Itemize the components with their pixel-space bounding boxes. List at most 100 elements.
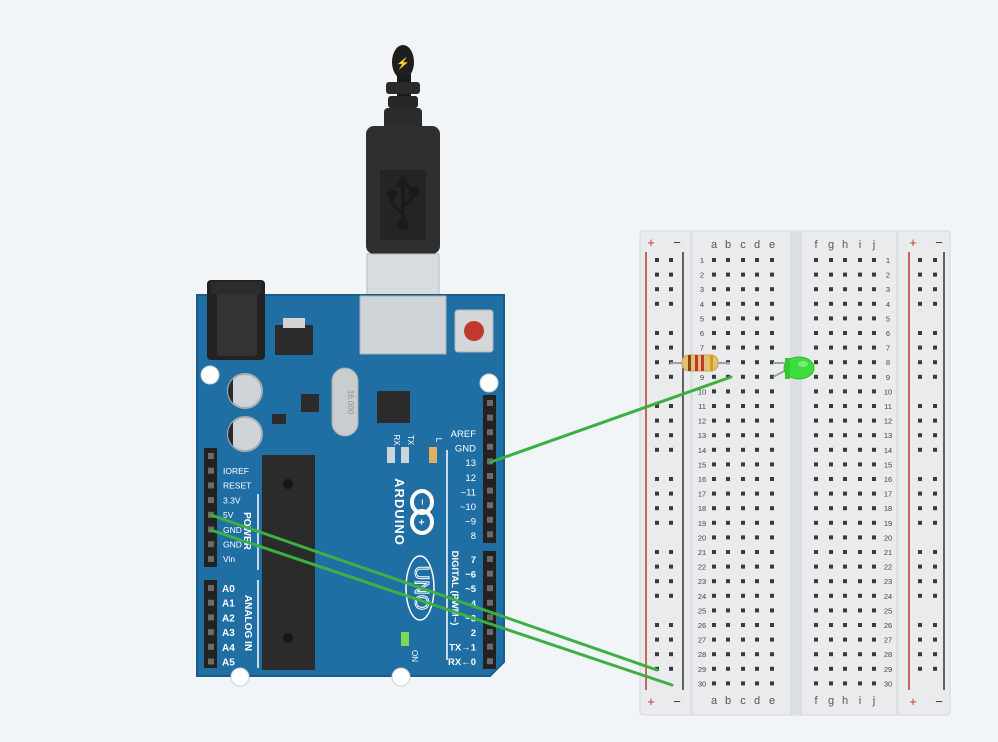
power-header-pin[interactable]: [208, 453, 214, 459]
rail-hole[interactable]: [918, 374, 922, 379]
breadboard-hole[interactable]: [858, 477, 862, 481]
breadboard-hole[interactable]: [872, 360, 876, 365]
breadboard-hole[interactable]: [726, 550, 730, 554]
breadboard-hole[interactable]: [843, 608, 847, 613]
breadboard-hole[interactable]: [858, 462, 862, 467]
breadboard-hole[interactable]: [829, 374, 833, 379]
breadboard-hole[interactable]: [872, 666, 876, 671]
breadboard-hole[interactable]: [726, 681, 730, 686]
breadboard-hole[interactable]: [858, 535, 862, 540]
rail-hole[interactable]: [655, 331, 659, 335]
breadboard-hole[interactable]: [814, 404, 818, 408]
rail-hole[interactable]: [669, 506, 673, 511]
breadboard-hole[interactable]: [770, 506, 774, 511]
breadboard-hole[interactable]: [755, 579, 759, 584]
breadboard-hole[interactable]: [872, 681, 876, 686]
breadboard-hole[interactable]: [770, 345, 774, 350]
breadboard-hole[interactable]: [741, 579, 745, 584]
breadboard-hole[interactable]: [858, 418, 862, 423]
breadboard-hole[interactable]: [843, 520, 847, 525]
breadboard-hole[interactable]: [843, 345, 847, 350]
breadboard-hole[interactable]: [872, 331, 876, 335]
rail-hole[interactable]: [918, 301, 922, 306]
breadboard-hole[interactable]: [814, 316, 818, 321]
breadboard-hole[interactable]: [755, 418, 759, 423]
rail-hole[interactable]: [933, 477, 937, 481]
breadboard-hole[interactable]: [814, 447, 818, 452]
breadboard-hole[interactable]: [712, 345, 716, 350]
breadboard-hole[interactable]: [814, 564, 818, 569]
breadboard-hole[interactable]: [872, 462, 876, 467]
breadboard-hole[interactable]: [755, 272, 759, 277]
rail-hole[interactable]: [918, 520, 922, 525]
rail-hole[interactable]: [918, 331, 922, 335]
rail-hole[interactable]: [655, 287, 659, 292]
rail-hole[interactable]: [669, 550, 673, 554]
rail-hole[interactable]: [669, 418, 673, 423]
breadboard-hole[interactable]: [843, 491, 847, 496]
breadboard-hole[interactable]: [712, 623, 716, 627]
breadboard-hole[interactable]: [726, 389, 730, 394]
breadboard-hole[interactable]: [814, 301, 818, 306]
breadboard-hole[interactable]: [712, 477, 716, 481]
power-header-pin[interactable]: [208, 555, 214, 562]
breadboard-hole[interactable]: [829, 389, 833, 394]
breadboard-hole[interactable]: [829, 506, 833, 511]
rail-hole[interactable]: [933, 447, 937, 452]
rail-hole[interactable]: [655, 258, 659, 262]
breadboard-hole[interactable]: [755, 623, 759, 627]
breadboard-hole[interactable]: [770, 520, 774, 525]
breadboard-hole[interactable]: [829, 462, 833, 467]
rail-hole[interactable]: [669, 623, 673, 627]
breadboard-hole[interactable]: [858, 447, 862, 452]
breadboard-hole[interactable]: [872, 301, 876, 306]
rail-hole[interactable]: [933, 491, 937, 496]
rail-hole[interactable]: [918, 491, 922, 496]
breadboard-hole[interactable]: [843, 272, 847, 277]
breadboard-hole[interactable]: [712, 301, 716, 306]
breadboard-hole[interactable]: [726, 331, 730, 335]
breadboard-hole[interactable]: [755, 301, 759, 306]
breadboard-hole[interactable]: [814, 506, 818, 511]
rail-hole[interactable]: [933, 564, 937, 569]
breadboard-hole[interactable]: [770, 564, 774, 569]
breadboard-hole[interactable]: [829, 666, 833, 671]
breadboard-hole[interactable]: [770, 550, 774, 554]
breadboard-hole[interactable]: [726, 447, 730, 452]
breadboard-hole[interactable]: [843, 287, 847, 292]
breadboard-hole[interactable]: [741, 681, 745, 686]
breadboard-hole[interactable]: [755, 433, 759, 438]
rail-hole[interactable]: [655, 652, 659, 657]
arduino-uno-board[interactable]: 16.000 RX TX L ON − + ARDUINO: [196, 280, 505, 687]
wire-pin13[interactable]: [489, 375, 733, 464]
breadboard-hole[interactable]: [741, 433, 745, 438]
breadboard-hole[interactable]: [741, 360, 745, 365]
breadboard-hole[interactable]: [770, 418, 774, 423]
breadboard-hole[interactable]: [726, 433, 730, 438]
rail-hole[interactable]: [655, 593, 659, 598]
breadboard-hole[interactable]: [726, 520, 730, 525]
green-led[interactable]: [772, 356, 815, 380]
rail-hole[interactable]: [933, 637, 937, 642]
breadboard-hole[interactable]: [843, 681, 847, 686]
breadboard-hole[interactable]: [712, 637, 716, 642]
breadboard-hole[interactable]: [814, 374, 818, 379]
breadboard-hole[interactable]: [872, 433, 876, 438]
breadboard-hole[interactable]: [741, 666, 745, 671]
breadboard-hole[interactable]: [858, 579, 862, 584]
breadboard-hole[interactable]: [755, 564, 759, 569]
breadboard-hole[interactable]: [741, 535, 745, 540]
rail-hole[interactable]: [918, 579, 922, 584]
breadboard-hole[interactable]: [741, 258, 745, 262]
breadboard-hole[interactable]: [858, 316, 862, 321]
breadboard-hole[interactable]: [829, 258, 833, 262]
breadboard-hole[interactable]: [872, 345, 876, 350]
breadboard-hole[interactable]: [829, 623, 833, 627]
breadboard-hole[interactable]: [843, 418, 847, 423]
breadboard-hole[interactable]: [814, 520, 818, 525]
breadboard-hole[interactable]: [741, 520, 745, 525]
breadboard-hole[interactable]: [829, 360, 833, 365]
rail-hole[interactable]: [933, 374, 937, 379]
rail-hole[interactable]: [669, 579, 673, 584]
rail-hole[interactable]: [918, 360, 922, 365]
